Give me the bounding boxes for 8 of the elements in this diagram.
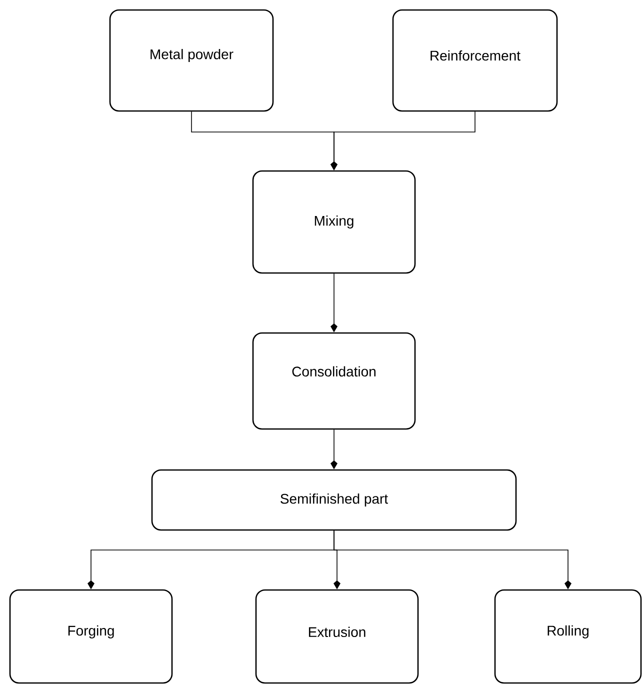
process-box: Metal powder xyxy=(109,9,274,112)
process-box: Consolidation xyxy=(252,332,416,430)
process-box: Extrusion xyxy=(255,589,419,684)
process-box: Semifinished part xyxy=(151,469,517,531)
process-box: Rolling xyxy=(494,589,642,684)
process-box: Mixing xyxy=(252,170,416,274)
process-box: Reinforcement xyxy=(392,9,558,112)
process-box: Forging xyxy=(9,589,173,684)
